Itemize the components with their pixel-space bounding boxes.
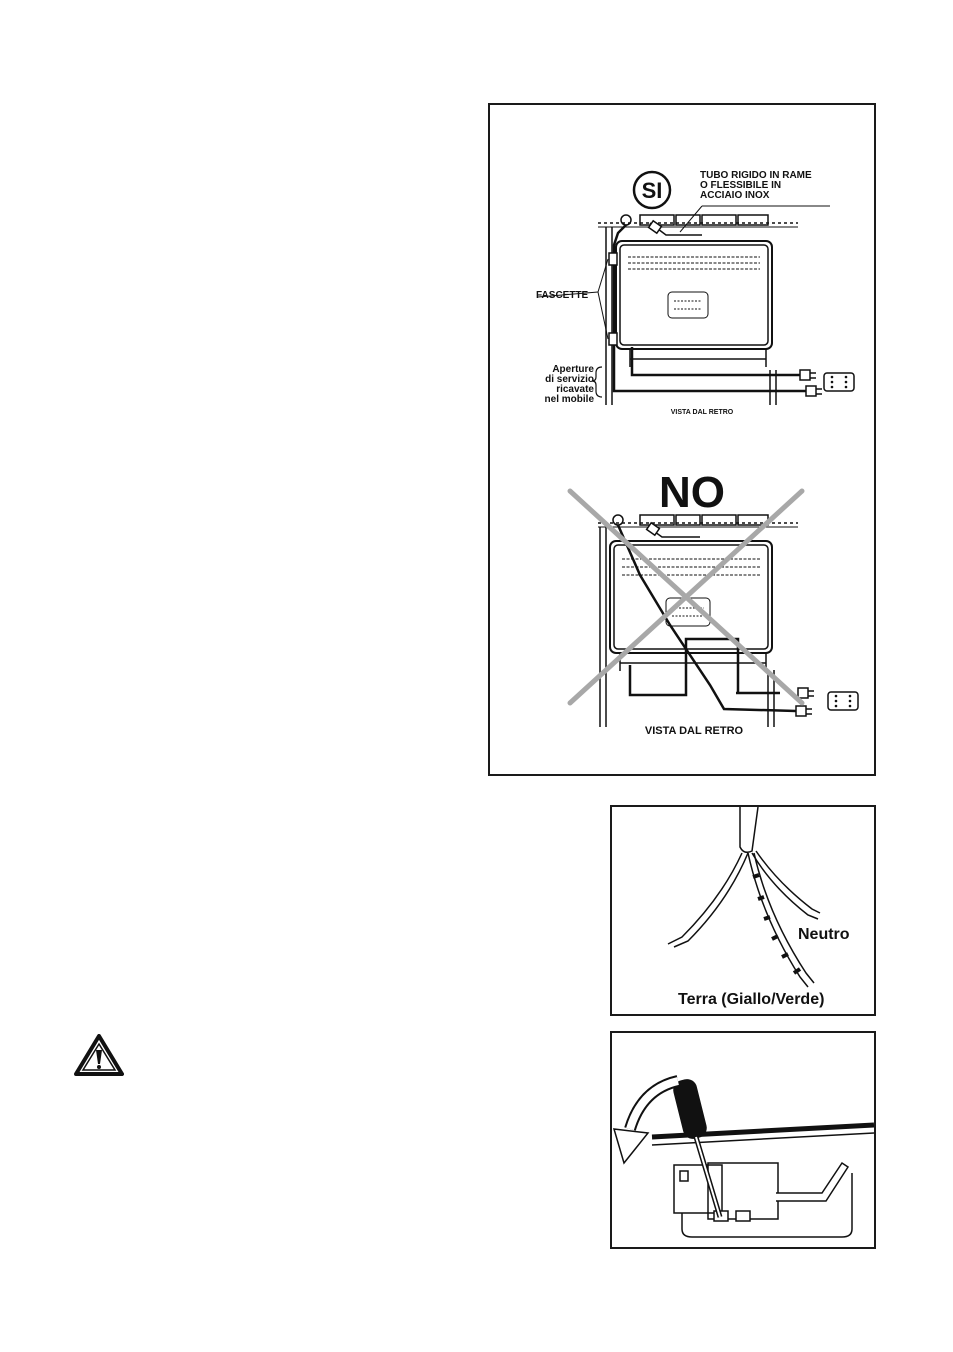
- openings-label-line-4: nel mobile: [545, 394, 595, 405]
- neutral-label: Neutro: [798, 926, 850, 943]
- no-diagram: [598, 515, 858, 727]
- cable-illustration: [668, 807, 820, 987]
- terminal-cover-removal-diagram: [612, 1033, 874, 1247]
- warning-triangle-icon: [74, 1034, 124, 1076]
- power-cable-diagram-panel: Neutro Terra (Giallo/Verde): [610, 805, 876, 1016]
- pipe-label-line-3: ACCIAIO INOX: [700, 190, 770, 201]
- rear-view-label-small: VISTA DAL RETRO: [671, 409, 734, 416]
- clamps-label: FASCETTE: [536, 290, 589, 301]
- earth-label: Terra (Giallo/Verde): [678, 991, 824, 1008]
- si-label: SI: [642, 178, 663, 203]
- gas-connection-diagram: TUBO RIGIDO IN RAME O FLESSIBILE IN ACCI…: [490, 105, 874, 774]
- terminal-cover-removal-panel: [610, 1031, 876, 1249]
- rear-view-label-large: VISTA DAL RETRO: [645, 725, 744, 737]
- power-cable-diagram: Neutro Terra (Giallo/Verde): [612, 807, 874, 1014]
- gas-connection-diagram-panel: TUBO RIGIDO IN RAME O FLESSIBILE IN ACCI…: [488, 103, 876, 776]
- earth-wire-stripes: [753, 875, 800, 973]
- no-label: NO: [659, 468, 725, 517]
- rotate-arrow-icon: [614, 1081, 678, 1163]
